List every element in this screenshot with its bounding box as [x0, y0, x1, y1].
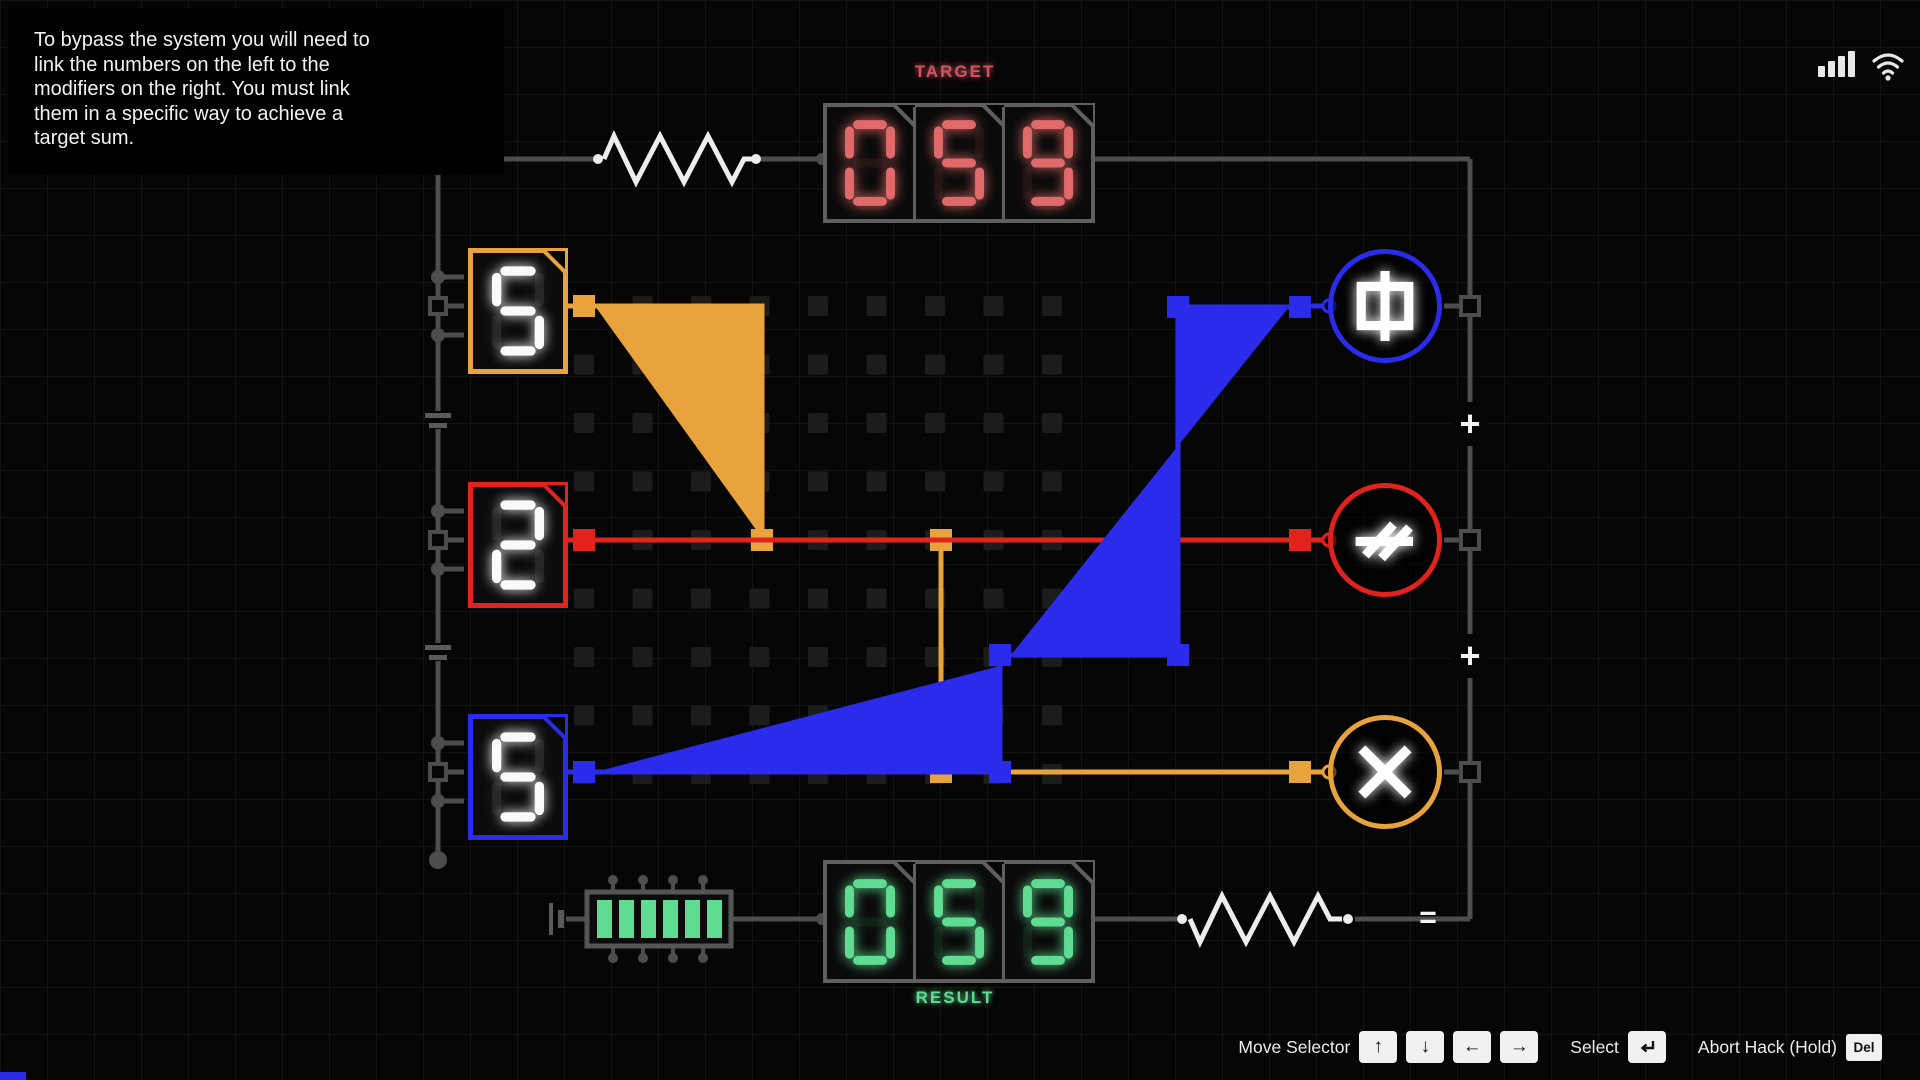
- result-digit: [845, 878, 895, 965]
- blue-wire-node-start: [573, 761, 595, 783]
- contact-row-1: [428, 270, 464, 342]
- enter-key-icon: [1640, 1041, 1655, 1053]
- target-digit-cell: [827, 105, 915, 219]
- cell-notch: [1071, 862, 1093, 884]
- top-resistor: [593, 129, 761, 188]
- move-selector-label: Move Selector: [1238, 1036, 1351, 1057]
- blue-wire[interactable]: [558, 296, 1337, 783]
- arrow-down-key: ↓: [1406, 1031, 1445, 1063]
- bottom-edge-sliver: [0, 1072, 26, 1080]
- double-slash-icon: [1355, 521, 1413, 562]
- plus-operator-top: +: [1452, 402, 1488, 446]
- signal-strength-icon: [1818, 51, 1855, 77]
- result-digit: [1023, 878, 1073, 965]
- number-box-bottom[interactable]: [468, 714, 568, 840]
- abort-hack-label: Abort Hack (Hold): [1697, 1036, 1837, 1057]
- blue-wire-corner-3: [1167, 644, 1189, 666]
- red-wire-node-end: [1289, 529, 1311, 551]
- plus-operator-bottom: +: [1452, 634, 1488, 678]
- enter-key: [1627, 1031, 1666, 1063]
- number-digit: [492, 266, 544, 356]
- instruction-text: To bypass the system you will need to li…: [8, 8, 504, 175]
- yellow-wire-node-start: [573, 295, 595, 317]
- controls-bar: Move Selector ↑ ↓ ← → Select Abort Hack …: [1238, 1028, 1882, 1066]
- battery-charge-bars: [597, 900, 722, 938]
- yellow-wire[interactable]: [558, 295, 1337, 783]
- equals-operator: =: [1419, 901, 1437, 934]
- target-digit-cell: [1002, 105, 1093, 219]
- number-box-top[interactable]: [468, 248, 568, 374]
- battery-plate-long: [549, 903, 553, 935]
- target-digit: [845, 120, 895, 206]
- blue-wire-node-end: [1289, 296, 1311, 318]
- yellow-wire-node-end: [1289, 761, 1311, 783]
- bottom-resistor: [1177, 890, 1353, 949]
- multiply-icon: [1358, 745, 1412, 799]
- target-display: [823, 103, 1095, 223]
- target-digit: [1023, 120, 1073, 206]
- blue-wire-corner-1: [989, 761, 1011, 783]
- blue-wire-corner-4: [1167, 296, 1189, 318]
- right-bus-contacts: [1444, 295, 1481, 783]
- select-label: Select: [1570, 1036, 1619, 1057]
- contact-row-3: [428, 736, 464, 808]
- box-notch: [543, 717, 565, 739]
- phi-icon: [1356, 271, 1414, 341]
- arrow-up-key: ↑: [1359, 1031, 1398, 1063]
- arrow-right-key: →: [1500, 1031, 1539, 1063]
- red-wire-node-start: [573, 529, 595, 551]
- cell-notch: [982, 105, 1004, 127]
- number-digit: [492, 732, 544, 822]
- result-label: RESULT: [915, 988, 995, 1007]
- arrow-left-key: ←: [1453, 1031, 1492, 1063]
- status-icons: [1818, 51, 1904, 81]
- result-digit: [934, 878, 984, 965]
- modifier-phi[interactable]: [1328, 249, 1442, 363]
- modifier-multiply[interactable]: [1328, 715, 1442, 829]
- result-digit-cell: [913, 862, 1004, 979]
- modifier-double-slash[interactable]: [1328, 483, 1442, 597]
- target-label: TARGET: [914, 62, 996, 81]
- left-bus-contacts: [428, 270, 464, 808]
- result-digit-cell: [1002, 862, 1093, 979]
- left-bus-capacitor-1: [425, 411, 451, 429]
- battery: [549, 875, 734, 963]
- result-digit-cell: [827, 862, 915, 979]
- battery-pins: [608, 875, 708, 963]
- delete-key: Del: [1846, 1033, 1882, 1061]
- left-bus-capacitor-2: [425, 643, 451, 661]
- wifi-icon: [1872, 53, 1904, 81]
- target-digit: [934, 120, 984, 206]
- blue-wire-corner-2: [989, 644, 1011, 666]
- cell-notch: [893, 105, 915, 127]
- left-bus-terminal-dot: [429, 851, 447, 869]
- battery-plate-short: [558, 910, 564, 928]
- target-digit-cell: [913, 105, 1004, 219]
- box-notch: [543, 485, 565, 507]
- number-digit: [492, 500, 544, 590]
- contact-row-2: [428, 504, 464, 576]
- cell-notch: [893, 862, 915, 884]
- box-notch: [543, 251, 565, 273]
- cell-notch: [1071, 105, 1093, 127]
- result-display: [823, 860, 1095, 983]
- cell-notch: [982, 862, 1004, 884]
- number-box-middle[interactable]: [468, 482, 568, 608]
